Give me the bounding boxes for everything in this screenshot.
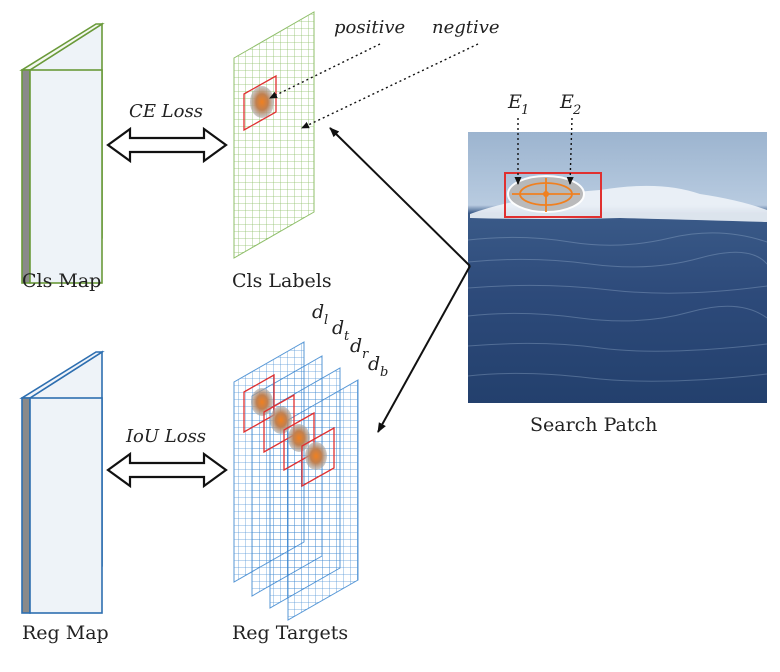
e2-label: E 2	[559, 91, 581, 118]
arrow-to-reg-targets	[377, 265, 471, 433]
cls-map-spine	[21, 69, 31, 284]
arrow-to-cls-labels	[329, 127, 471, 267]
iou-loss-label: IoU Loss	[125, 426, 206, 447]
cls-positive-blob	[250, 86, 274, 118]
search-patch-caption: Search Patch	[530, 414, 658, 436]
svg-text:r: r	[362, 347, 369, 362]
dt-label: d t	[332, 317, 350, 344]
svg-text:d: d	[332, 317, 344, 339]
reg-map-caption: Reg Map	[22, 622, 109, 644]
cls-positive-box	[243, 74, 277, 132]
reg-map-block	[19, 350, 105, 614]
search-patch-image	[467, 132, 768, 403]
reg-blob-4	[305, 442, 327, 470]
svg-text:E: E	[507, 91, 522, 113]
cls-map-front	[29, 69, 103, 284]
svg-text:l: l	[324, 313, 328, 328]
svg-text:E: E	[559, 91, 574, 113]
target-center	[543, 191, 549, 197]
svg-text:d: d	[312, 301, 324, 323]
svg-text:d: d	[368, 353, 380, 375]
cls-grid-plane	[233, 11, 315, 259]
ce-loss-label: CE Loss	[129, 101, 203, 122]
reg-targets-stack	[233, 341, 359, 621]
reg-map-front	[29, 397, 103, 614]
positive-label: positive	[334, 17, 405, 38]
dr-label: d r	[350, 335, 369, 362]
db-label: d b	[368, 353, 388, 380]
reg-box-4	[301, 426, 335, 488]
target-bbox	[504, 172, 602, 218]
reg-blob-2	[270, 406, 292, 434]
reg-blob-3	[288, 424, 310, 452]
cls-map-caption: Cls Map	[22, 270, 102, 292]
cls-labels-caption: Cls Labels	[232, 270, 332, 292]
positive-pointer	[269, 43, 381, 99]
ce-loss-arrow	[106, 126, 228, 164]
wave-texture	[467, 232, 768, 382]
cls-labels-grid	[233, 11, 315, 259]
svg-text:b: b	[380, 365, 388, 380]
svg-text:t: t	[344, 329, 350, 344]
reg-targets-caption: Reg Targets	[232, 622, 349, 644]
svg-text:d: d	[350, 335, 362, 357]
e1-label: E 1	[507, 91, 529, 118]
reg-blob-1	[251, 388, 273, 416]
reg-map-spine	[21, 397, 31, 614]
svg-text:2: 2	[572, 103, 581, 118]
e2-pointer	[566, 117, 574, 185]
iou-loss-arrow	[106, 451, 228, 489]
negative-pointer	[301, 43, 479, 129]
cls-map-block	[19, 22, 105, 284]
negative-label: negtive	[432, 17, 500, 38]
dl-label: d l	[312, 301, 328, 328]
svg-text:1: 1	[521, 103, 529, 118]
